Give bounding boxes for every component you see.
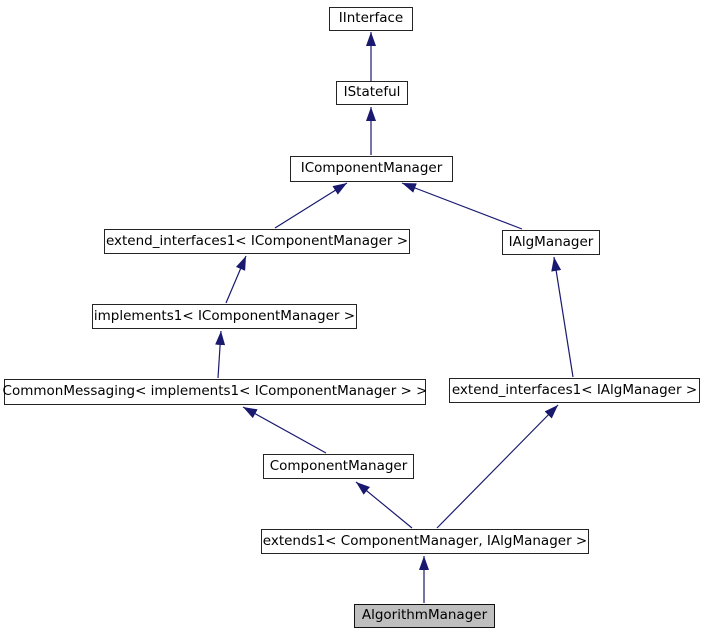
node-implements1-icomponentmanager[interactable]: implements1< IComponentManager > — [92, 304, 357, 329]
edge-extendinterfaces1iam-to-ialgmanager — [551, 256, 574, 378]
edge-ialgmanager-to-icomponentmanager — [401, 182, 523, 230]
node-extend-interfaces1-icomponentmanager[interactable]: extend_interfaces1< IComponentManager > — [104, 229, 410, 254]
edge-commonmessaging-to-implements1 — [215, 330, 226, 379]
node-algorithmmanager-current: AlgorithmManager — [354, 604, 495, 628]
node-icomponentmanager[interactable]: IComponentManager — [290, 156, 453, 182]
edge-extends1-to-componentmanager — [355, 481, 413, 529]
edge-implements1-to-extendinterfaces1icm — [225, 255, 247, 304]
node-ialgmanager[interactable]: IAlgManager — [502, 230, 600, 255]
node-extend-interfaces1-ialgmanager[interactable]: extend_interfaces1< IAlgManager > — [449, 378, 700, 403]
node-extends1-componentmanager-ialgmanager[interactable]: extends1< ComponentManager, IAlgManager … — [261, 529, 589, 554]
edge-componentmanager-to-commonmessaging — [242, 406, 327, 454]
node-commonmessaging[interactable]: CommonMessaging< implements1< IComponent… — [3, 379, 427, 405]
node-componentmanager[interactable]: ComponentManager — [263, 454, 414, 479]
edge-extendinterfaces1icm-to-icomponentmanager — [274, 182, 348, 229]
node-iinterface[interactable]: IInterface — [329, 7, 413, 31]
node-istateful[interactable]: IStateful — [336, 81, 408, 105]
edge-extends1-to-extendinterfaces1iam — [436, 404, 559, 529]
